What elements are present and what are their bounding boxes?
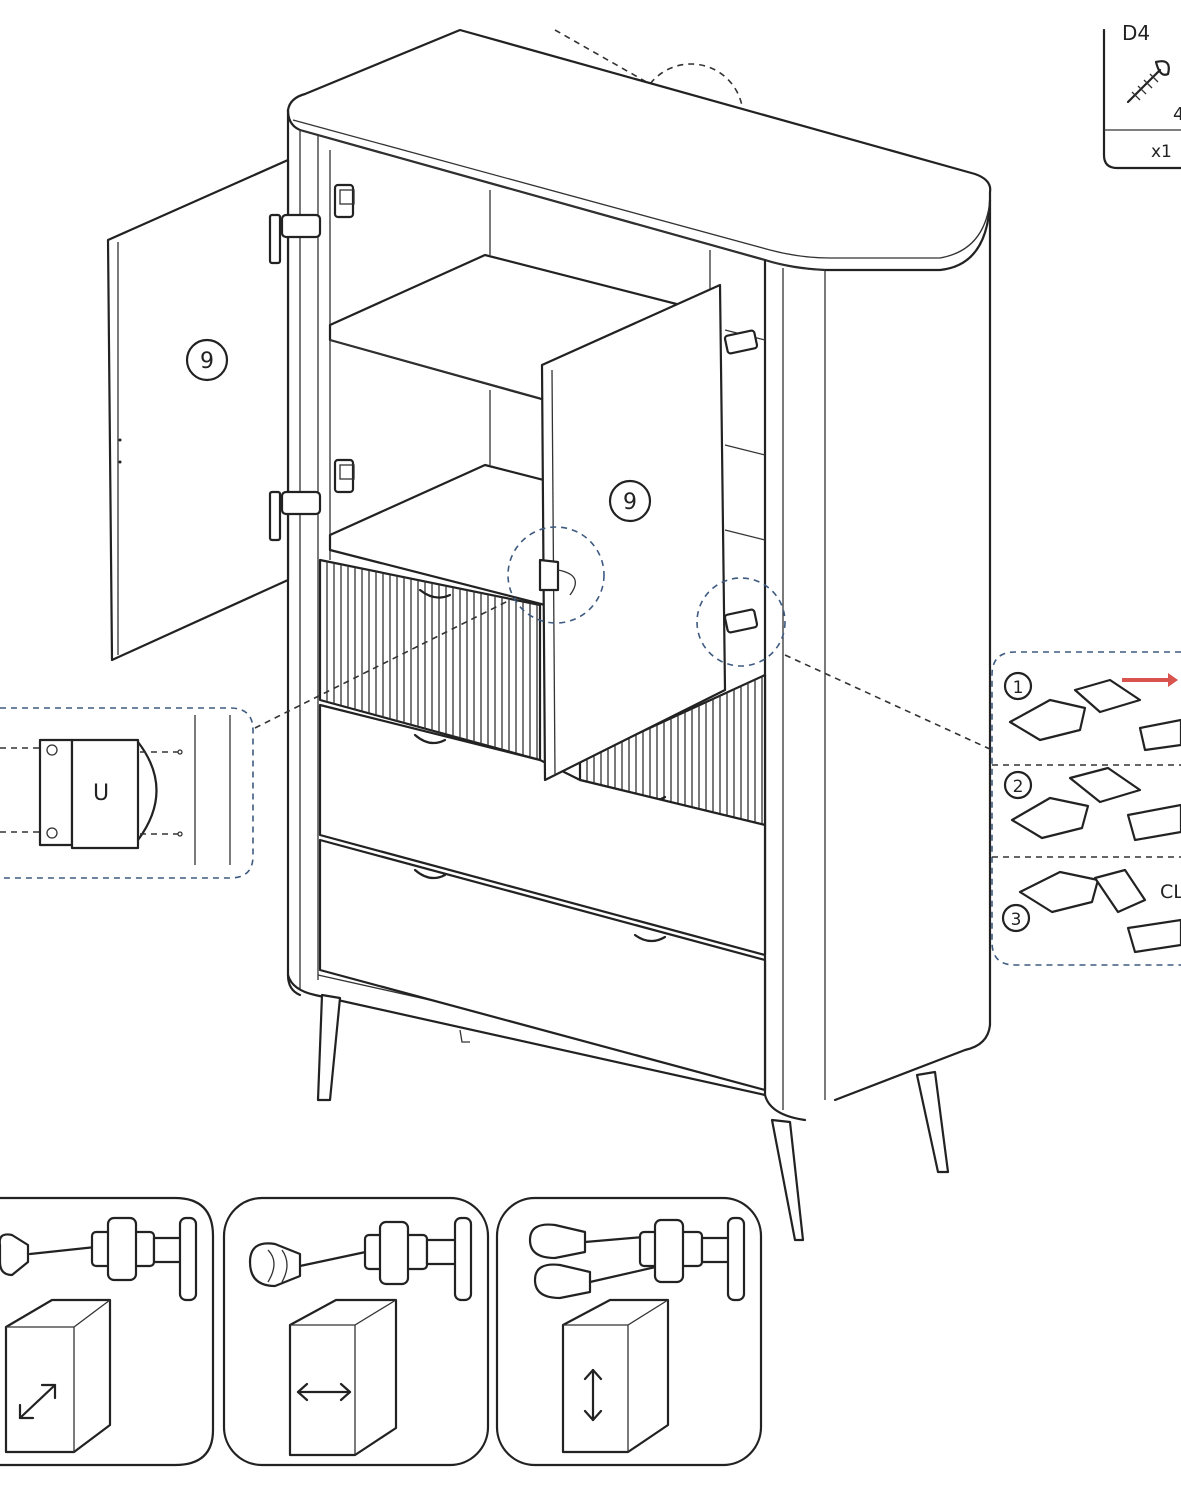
hinge-step-2: 2: [1003, 766, 1181, 842]
leg-back-right: [915, 1070, 950, 1174]
double-arrow-icon: [296, 1382, 352, 1402]
hinge-detail-circle: [696, 577, 786, 667]
parts-box: D4 4 x1: [1102, 21, 1181, 170]
right-door: 9: [538, 283, 727, 782]
leg-front-left: [316, 993, 342, 1102]
hinge-icon: [638, 1216, 746, 1302]
left-door: 9: [106, 158, 322, 662]
door-hinge-top: [268, 213, 322, 265]
svg-text:2: 2: [1013, 777, 1024, 797]
right-door-label: 9: [623, 490, 637, 515]
door-block: [288, 1298, 398, 1457]
right-door-handle: [538, 558, 560, 592]
hinge-plate-top-left: [333, 183, 355, 219]
double-arrow-icon: [18, 1383, 57, 1420]
cabinet-top: [286, 28, 992, 272]
hinge-step-1: 1: [1003, 671, 1181, 752]
left-door-label-circle: [185, 338, 229, 382]
screwdriver-icon: [533, 1263, 662, 1300]
hinge-step-3: 3 CL: [1001, 868, 1181, 954]
screwdriver-icon: [0, 1233, 107, 1277]
hinge-icon: [90, 1216, 198, 1302]
parts-code: D4: [1122, 21, 1150, 45]
handle-detail-panel: U: [0, 707, 254, 879]
parts-quantity: x1: [1151, 142, 1172, 162]
screw-icon: [1126, 60, 1170, 104]
hinge-icon: [1018, 868, 1181, 954]
hinge-icon: [1010, 766, 1181, 842]
right-door-label-circle: [608, 479, 652, 523]
door-hinge-bottom: [268, 490, 322, 542]
hinge-icon: [363, 1216, 473, 1302]
fluted-drawer-left: [318, 558, 542, 762]
svg-text:3: 3: [1011, 910, 1022, 930]
double-arrow-icon: [583, 1368, 603, 1422]
screwdriver-icon: [528, 1223, 657, 1260]
adjust-panel-height: [495, 1196, 763, 1467]
hinge-icon: [1008, 678, 1181, 752]
handle-leader-line: [254, 599, 511, 729]
leg-front-right: [770, 1118, 805, 1242]
handle-detail-circle: [507, 526, 605, 624]
middle-drawer: [318, 703, 767, 957]
door-block: [4, 1298, 112, 1454]
adjust-panel-depth: [0, 1196, 215, 1467]
hinge-plate-right-bottom: [723, 608, 759, 634]
screwdriver-icon: [248, 1242, 377, 1288]
handle-detail-label: U: [93, 781, 109, 806]
svg-text:1: 1: [1013, 678, 1024, 698]
door-block: [561, 1298, 670, 1454]
slide-arrow-icon: [1168, 673, 1178, 687]
hinge-leader-line: [784, 654, 993, 751]
parts-size: 4: [1173, 104, 1181, 125]
hinge-plate-bottom-left: [333, 458, 355, 494]
hinge-steps-panel: 1 2 3 CL: [991, 651, 1181, 966]
hinge-step-3-caption: CL: [1160, 881, 1181, 903]
adjust-panel-sideways: [222, 1196, 490, 1467]
hinge-plate-right-top: [723, 329, 759, 355]
top-leader-line: [554, 29, 651, 85]
left-door-label: 9: [200, 349, 214, 374]
bottom-drawer: [318, 838, 767, 1092]
